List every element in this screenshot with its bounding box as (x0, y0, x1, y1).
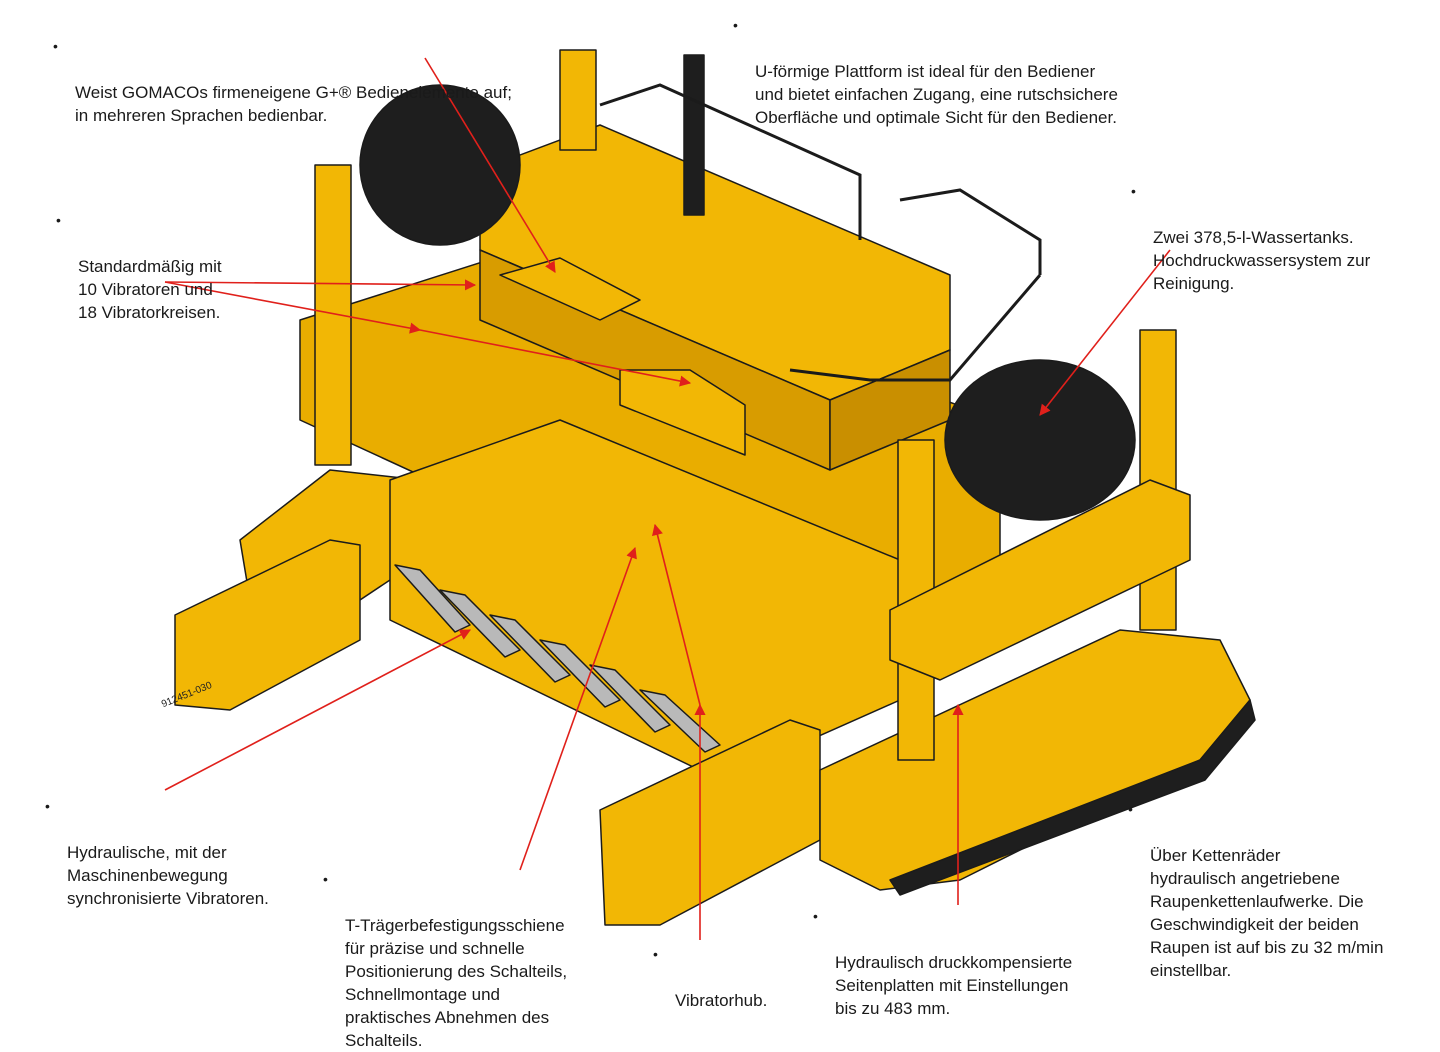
bullet-icon: • (45, 798, 50, 814)
callout-controls: • Weist GOMACOs firmeneigene G+® Bediene… (53, 35, 512, 127)
exhaust-stack (683, 54, 705, 216)
callout-hydraulic-vibrators: • Hydraulische, mit der Maschinenbewegun… (45, 795, 269, 910)
callout-controls-text: Weist GOMACOs firmeneigene G+® Bedienele… (75, 83, 512, 125)
callout-vibrator-lift: • Vibratorhub. (653, 943, 768, 1012)
callout-vibrator-lift-text: Vibratorhub. (675, 991, 768, 1010)
leader-vibrators-c (419, 329, 692, 387)
leader-vibrator-lift-b (652, 523, 701, 706)
callout-tracks: • Über Kettenräder hydraulisch angetrieb… (1128, 798, 1384, 982)
callout-side-plates-text: Hydraulisch druckkompensierte Seitenplat… (835, 953, 1073, 1018)
control-console (499, 257, 641, 321)
callout-water-tanks: • Zwei 378,5-l-Wassertanks. Hochdruckwas… (1131, 180, 1371, 295)
leader-vibrators-b (164, 281, 422, 334)
vibrator-row (394, 564, 721, 753)
bullet-icon: • (813, 908, 818, 924)
bullet-icon: • (1131, 183, 1136, 199)
callout-hydraulic-vibrators-text: Hydraulische, mit der Maschinenbewegung … (67, 843, 269, 908)
callout-platform: • U-förmige Plattform ist ideal für den … (733, 14, 1118, 129)
bullet-icon: • (323, 871, 328, 887)
bullet-icon: • (53, 38, 58, 54)
slipform-paver-illustration (164, 49, 1256, 940)
bullet-icon: • (1128, 801, 1133, 817)
callout-vibrators-standard-text: Standardmäßig mit 10 Vibratoren und 18 V… (78, 257, 222, 322)
callout-t-rail: • T-Trägerbefestigungsschiene für präzis… (323, 868, 568, 1052)
leader-vibrators-a (164, 279, 477, 291)
leader-hydraulic-vibrators (164, 629, 471, 791)
leader-lines (164, 57, 1171, 940)
column-rear-left (314, 164, 352, 466)
column-rear-right (559, 49, 597, 151)
leader-controls (424, 57, 556, 273)
left-mold-wing (174, 539, 361, 711)
machine-body (174, 49, 1256, 926)
callout-vibrators-standard: • Standardmäßig mit 10 Vibratoren und 18… (56, 209, 222, 324)
bullet-icon: • (56, 212, 61, 228)
column-front-right (1139, 329, 1177, 631)
operator-railing (599, 83, 1042, 382)
right-water-tank (944, 359, 1136, 521)
callout-tracks-text: Über Kettenräder hydraulisch angetrieben… (1150, 846, 1384, 980)
bullet-icon: • (653, 946, 658, 962)
leader-water-tank (1039, 249, 1171, 416)
callout-side-plates: • Hydraulisch druckkompensierte Seitenpl… (813, 905, 1073, 1020)
leader-t-rail (519, 546, 637, 871)
front-beam (889, 479, 1191, 681)
callout-water-tanks-text: Zwei 378,5-l-Wassertanks. Hochdruckwasse… (1153, 228, 1371, 293)
bullet-icon: • (733, 17, 738, 33)
callout-t-rail-text: T-Trägerbefestigungsschiene für präzise … (345, 916, 568, 1050)
control-panel (619, 369, 746, 456)
callout-platform-text: U-förmige Plattform ist ideal für den Be… (755, 62, 1118, 127)
track-chain (889, 699, 1256, 896)
left-water-tank (359, 84, 521, 246)
